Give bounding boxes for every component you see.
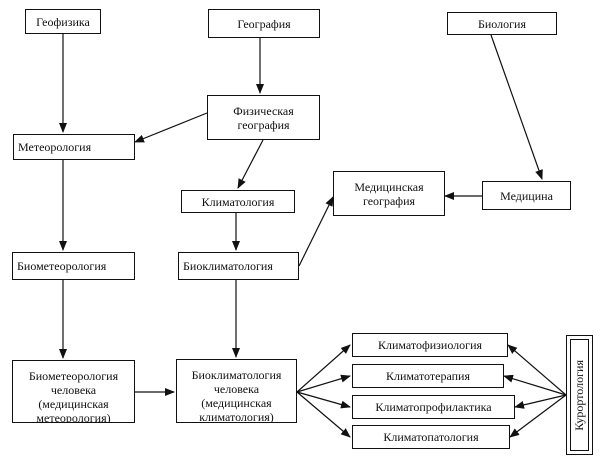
node-meteorologiya-label: Метеорология <box>18 140 92 154</box>
node-klimatoterapiya: Климатотерапия <box>352 364 504 388</box>
node-klimatoprofilaktika-label: Климатопрофилактика <box>375 400 492 414</box>
node-klimatopatologiya: Климатопатология <box>352 425 510 449</box>
node-klimatoprofilaktika: Климатопрофилактика <box>352 395 515 419</box>
arrow-kurort-to-klimatopatologiya <box>509 394 567 438</box>
node-bioklimatologiya-cheloveka: Биоклиматология человека (медицинская кл… <box>176 359 297 423</box>
node-klimatopatologiya-label: Климатопатология <box>383 430 479 444</box>
arrow-fiz-geografiya-to-meteorologiya <box>134 112 208 143</box>
arrow-fiz-geografiya-to-klimatologiya <box>237 139 264 189</box>
node-klimatologiya: Климатология <box>181 190 295 213</box>
node-meditsinskaya-geografiya-label: Медицинская география <box>354 179 424 208</box>
node-kurortologiya-label: Курортология <box>572 359 586 431</box>
node-geografiya-label: География <box>237 16 291 31</box>
node-biologiya-label: Биология <box>477 16 526 31</box>
node-bioklimatologiya-label: Биоклиматология <box>183 259 273 273</box>
node-geofizika-label: Геофизика <box>36 14 90 29</box>
node-bioklimatologiya: Биоклиматология <box>178 252 299 280</box>
node-biometeorologiya-label: Биометеорология <box>17 259 107 273</box>
node-bioklimatologiya-cheloveka-label: Биоклиматология человека (медицинская кл… <box>191 368 282 423</box>
arrow-bk-to-klimatopatologiya <box>296 391 351 438</box>
arrow-biologiya-to-meditsina <box>490 34 543 180</box>
node-kurortologiya: Курортология <box>566 335 593 455</box>
node-meditsinskaya-geografiya: Медицинская география <box>333 171 445 216</box>
node-klimatofiziologiya-label: Климатофизиология <box>377 338 483 352</box>
node-fizicheskaya-geografiya-label: Физическая география <box>233 103 294 132</box>
arrow-bk-to-klimatofiziologiya <box>296 344 351 393</box>
node-geofizika: Геофизика <box>25 9 101 34</box>
arrow-kurort-to-klimatofiziologiya <box>507 344 567 396</box>
arrow-kurort-to-klimatoprofilaktika <box>514 394 567 409</box>
node-klimatofiziologiya: Климатофизиология <box>352 333 508 357</box>
node-kurortologiya-inner: Курортология <box>570 339 589 451</box>
node-biologiya: Биология <box>447 12 557 35</box>
node-fizicheskaya-geografiya: Физическая география <box>207 95 320 140</box>
node-geografiya: География <box>208 9 320 38</box>
node-klimatoterapiya-label: Климатотерапия <box>386 369 470 383</box>
node-meditsina: Медицина <box>482 181 571 210</box>
arrow-bk-to-klimatoprofilaktika <box>296 391 351 409</box>
arrow-bioklimatologiya-to-med-geografiya <box>298 196 334 267</box>
arrow-kurort-to-klimatoterapiya <box>503 374 567 396</box>
node-klimatologiya-label: Климатология <box>201 194 275 209</box>
arrow-bk-to-klimatoterapiya <box>296 374 351 393</box>
node-biometeorologiya: Биометеорология <box>12 252 135 280</box>
node-biometeorologiya-cheloveka: Биометеорология человека (медицинская ме… <box>12 360 135 423</box>
node-biometeorologiya-cheloveka-label: Биометеорология человека (медицинская ме… <box>28 369 119 423</box>
node-meditsina-label: Медицина <box>500 188 553 203</box>
node-meteorologiya: Метеорология <box>13 134 135 160</box>
